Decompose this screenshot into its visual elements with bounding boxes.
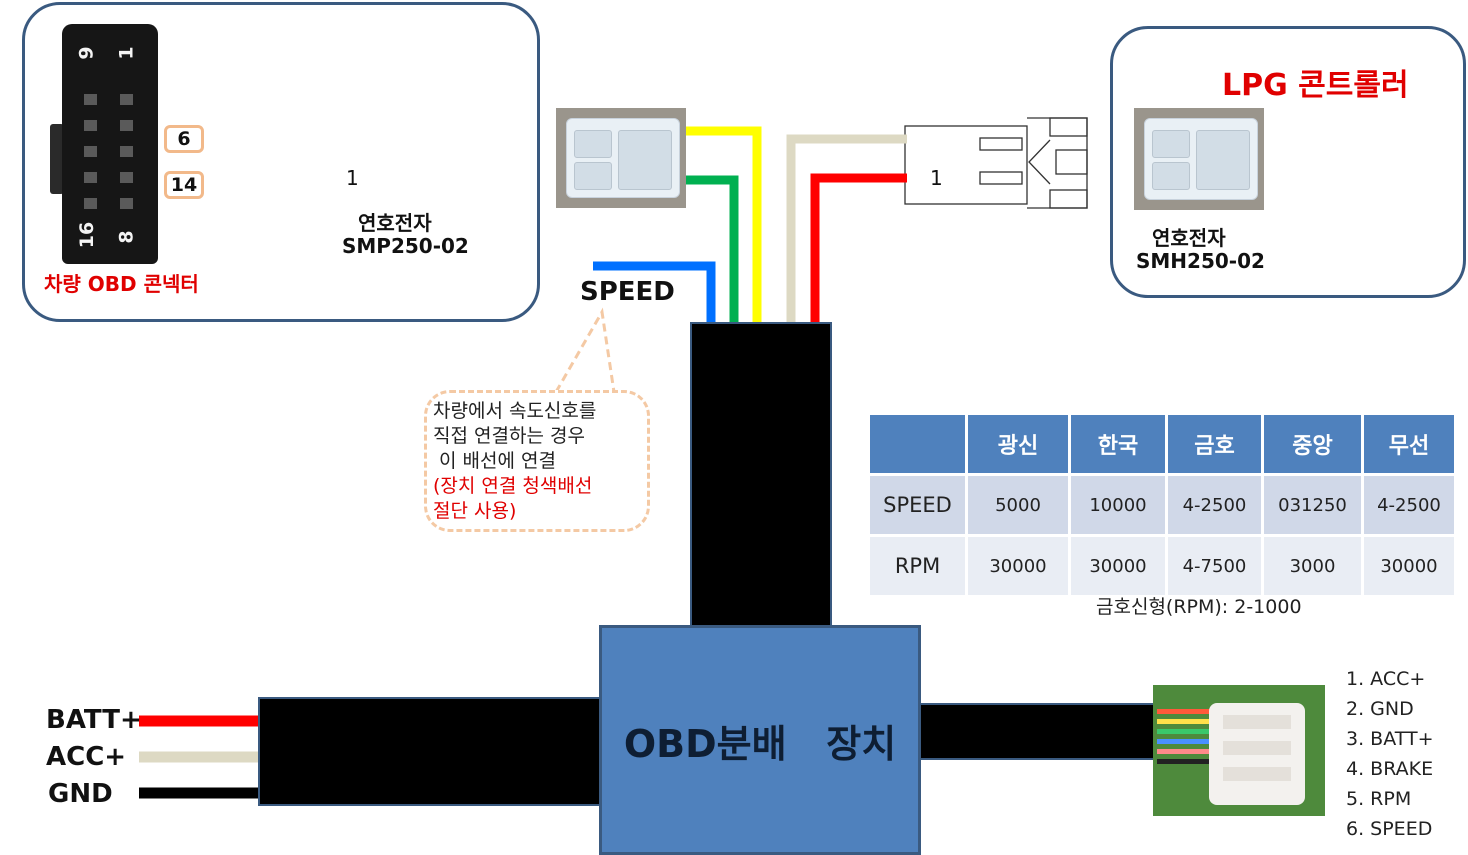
table-row: RPM 30000 30000 4-7500 3000 30000: [867, 534, 1457, 598]
table-row-header: RPM: [867, 534, 968, 598]
pinout-item: 5. RPM: [1346, 788, 1412, 810]
signal-spec-table: 광신 한국 금호 중앙 무선 SPEED 5000 10000 4-2500 0…: [867, 412, 1457, 598]
pin-badge-6: 6: [164, 125, 204, 153]
table-cell: 10000: [1068, 473, 1168, 537]
plug-photo-top: [556, 108, 686, 208]
table-header: 무선: [1361, 412, 1457, 476]
gnd-wire-label: GND: [48, 779, 113, 809]
speed-wire-label: SPEED: [580, 277, 675, 307]
table-header: 금호: [1165, 412, 1264, 476]
pinout-item: 4. BRAKE: [1346, 758, 1434, 780]
table-note: 금호신형(RPM): 2-1000: [1096, 596, 1302, 618]
table-header: 한국: [1068, 412, 1168, 476]
obd-latch: [50, 124, 64, 194]
callout-warning-line: 절단 사용): [433, 500, 517, 522]
callout-line: 직접 연결하는 경우: [433, 425, 585, 447]
obd-pin-label: 9: [75, 46, 98, 60]
connector-right-drawing: [904, 117, 1088, 209]
wire-red-trunk: [810, 173, 907, 324]
lpg-plug-photo: [1134, 108, 1264, 210]
callout-pointer: [554, 307, 616, 393]
wire-blue-speed: [593, 261, 716, 324]
table-cell: 3000: [1261, 534, 1364, 598]
table-cell: 30000: [1068, 534, 1168, 598]
connector-left-maker: 연호전자: [358, 211, 432, 235]
harness-plug-photo: [1153, 685, 1325, 816]
connector-left-pin: 1: [346, 166, 359, 190]
speed-callout: 차량에서 속도신호를 직접 연결하는 경우 이 배선에 연결 (장치 연결 청색…: [424, 390, 650, 532]
obd-pin-label: 1: [115, 46, 138, 60]
obd-connector-image: 9 1 16 8: [62, 24, 158, 264]
table-cell: 4-2500: [1361, 473, 1457, 537]
wire-green-trunk: [686, 175, 739, 324]
callout-warning-line: (장치 연결 청색배선: [433, 475, 593, 497]
table-cell: 4-7500: [1165, 534, 1264, 598]
pinout-item: 1. ACC+: [1346, 668, 1426, 690]
table-header: [867, 412, 968, 476]
connector-right-pin: 1: [930, 166, 943, 190]
table-header: 중앙: [1261, 412, 1364, 476]
pin-badge-14: 14: [164, 171, 204, 199]
callout-line: 이 배선에 연결: [433, 450, 556, 472]
table-cell: 5000: [965, 473, 1071, 537]
cable-trunk-left: [258, 697, 603, 806]
table-row: SPEED 5000 10000 4-2500 031250 4-2500: [867, 473, 1457, 537]
table-cell: 4-2500: [1165, 473, 1264, 537]
lpg-model: SMH250-02: [1136, 249, 1265, 273]
table-cell: 30000: [1361, 534, 1457, 598]
pinout-list: 1. ACC+ 2. GND 3. BATT+ 4. BRAKE 5. RPM …: [1346, 664, 1434, 844]
cable-trunk-right: [919, 703, 1157, 760]
cable-trunk-top: [690, 322, 832, 627]
obd-pin-label: 8: [115, 230, 138, 244]
wire-beige-trunk: [786, 134, 907, 324]
batt-wire-label: BATT+: [46, 705, 142, 735]
lpg-maker: 연호전자: [1152, 226, 1226, 250]
pinout-item: 6. SPEED: [1346, 818, 1433, 840]
lpg-title: LPG 콘트롤러: [1222, 68, 1409, 103]
obd-connector-label: 차량 OBD 콘넥터: [44, 272, 199, 296]
obd-pin-label: 16: [76, 221, 99, 249]
obd-distribution-unit: OBD분배 장치: [599, 625, 921, 855]
table-row-header: SPEED: [867, 473, 968, 537]
wire-yellow-trunk: [686, 126, 762, 324]
connector-left-model: SMP250-02: [342, 234, 469, 258]
pinout-item: 3. BATT+: [1346, 728, 1434, 750]
table-header-row: 광신 한국 금호 중앙 무선: [867, 412, 1457, 476]
callout-line: 차량에서 속도신호를: [433, 400, 597, 422]
table-cell: 30000: [965, 534, 1071, 598]
table-header: 광신: [965, 412, 1071, 476]
table-cell: 031250: [1261, 473, 1364, 537]
pinout-item: 2. GND: [1346, 698, 1414, 720]
acc-wire-label: ACC+: [46, 742, 127, 772]
